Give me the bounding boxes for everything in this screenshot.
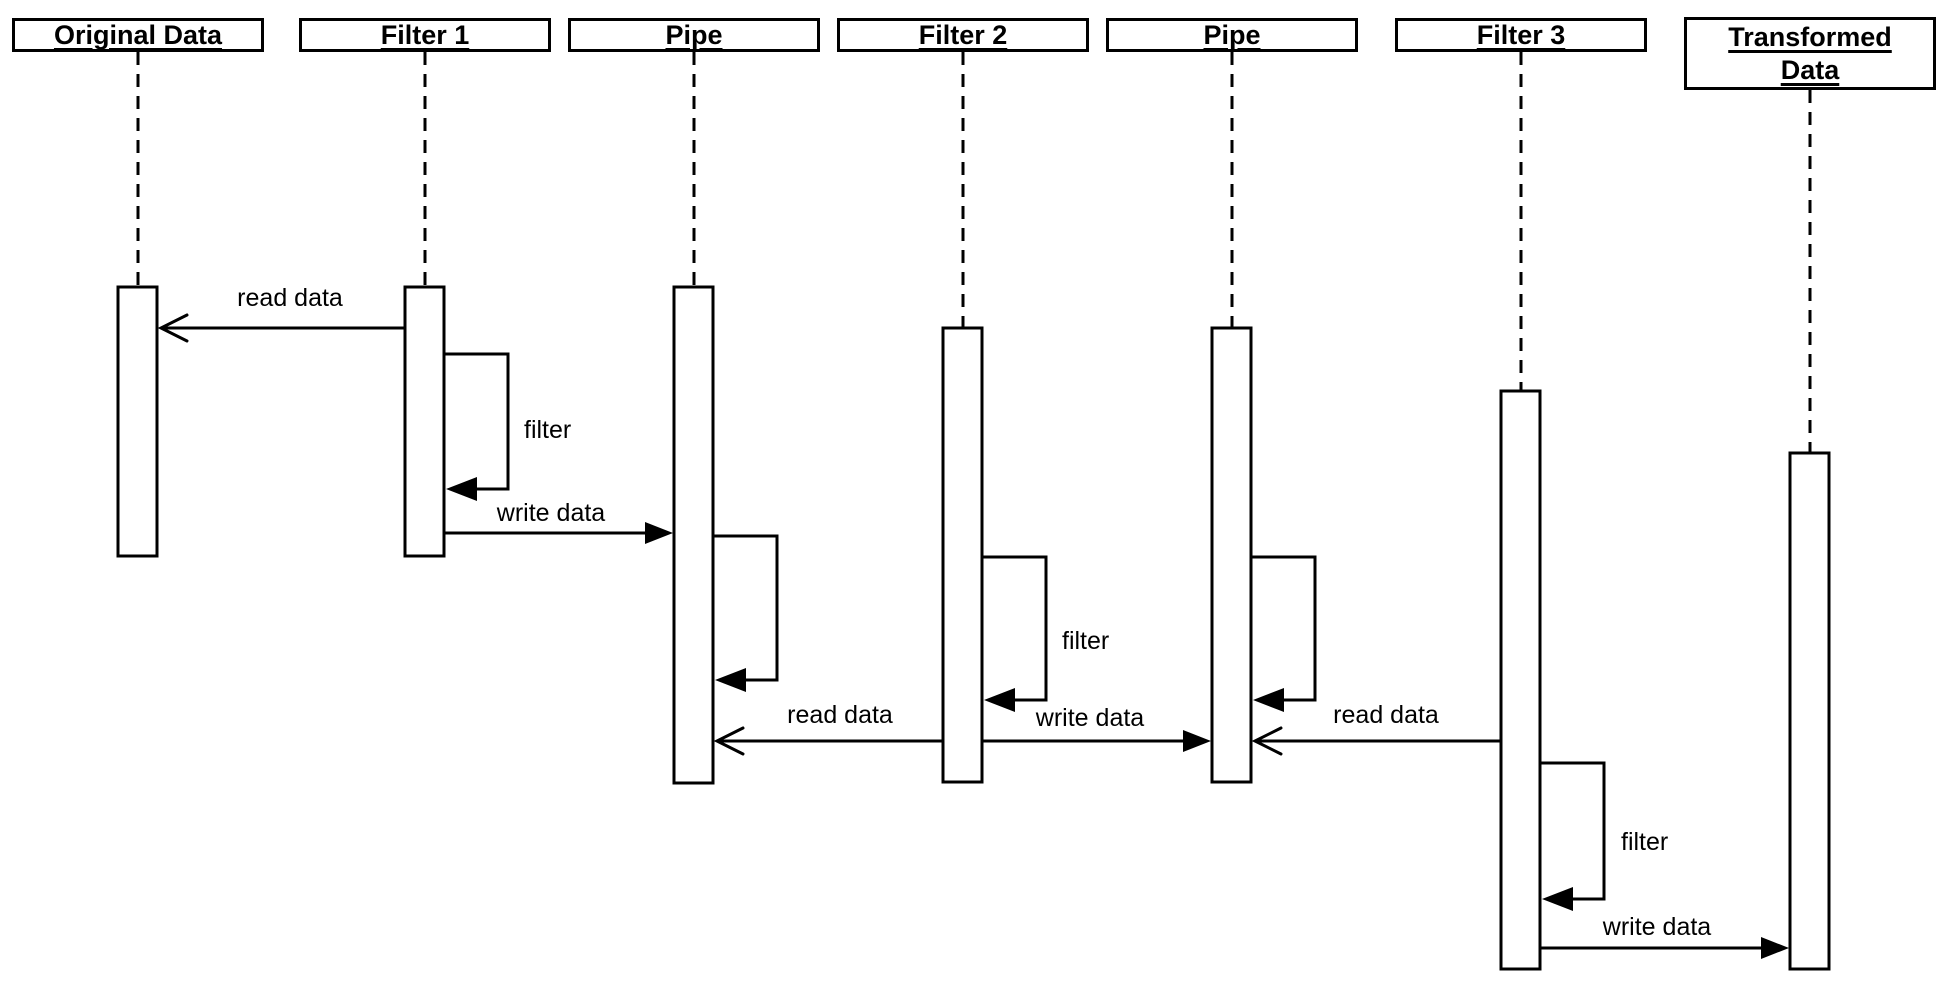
participant-label: Filter 1 (380, 19, 470, 50)
activation-filter-2 (941, 326, 984, 784)
filled-arrowhead-filter-2 (984, 688, 1015, 712)
participant-label: Transformed Data (1728, 21, 1892, 85)
message-label-write-data-3: write data (1602, 913, 1712, 941)
participant-label: Filter 3 (1476, 19, 1566, 50)
activation-pipe-1 (672, 285, 715, 785)
message-label-write-data-1: write data (496, 499, 606, 527)
message-label-read-data-3: read data (1333, 701, 1439, 729)
message-label-read-data-1: read data (237, 284, 343, 312)
participant-box-filter-2: Filter 2 (837, 18, 1089, 52)
activation-original-data (116, 285, 159, 558)
participant-label: Pipe (665, 19, 723, 50)
participant-box-pipe-2: Pipe (1106, 18, 1358, 52)
filled-arrowhead-filter-1 (446, 477, 477, 501)
activation-filter-3 (1499, 389, 1542, 971)
participant-label: Pipe (1203, 19, 1261, 50)
filled-arrowhead-write-data-3 (1761, 937, 1789, 959)
self-loop-filter-1 (444, 352, 510, 491)
open-arrowhead-read-data-1 (157, 313, 189, 343)
participant-box-filter-3: Filter 3 (1395, 18, 1647, 52)
activation-transformed-data (1788, 451, 1831, 971)
self-loop-filter-2 (982, 555, 1048, 702)
participant-box-pipe-1: Pipe (568, 18, 820, 52)
participant-box-original-data: Original Data (12, 18, 264, 52)
message-label-write-data-2: write data (1035, 704, 1145, 732)
self-loop-filter-3 (1540, 761, 1606, 901)
self-loop-pipe-1 (713, 534, 779, 682)
message-label-filter-3: filter (1621, 828, 1669, 856)
message-label-read-data-2: read data (787, 701, 893, 729)
filled-arrowhead-write-data-1 (645, 522, 673, 544)
filled-arrowhead-write-data-2 (1183, 730, 1211, 752)
participant-label: Filter 2 (918, 19, 1008, 50)
participant-label: Original Data (53, 19, 223, 50)
message-label-filter-2: filter (1062, 627, 1110, 655)
participant-box-filter-1: Filter 1 (299, 18, 551, 52)
filled-arrowhead-filter-3 (1542, 887, 1573, 911)
open-arrowhead-read-data-2 (713, 726, 745, 756)
participant-box-transformed-data: Transformed Data (1684, 17, 1936, 90)
activation-pipe-2 (1210, 326, 1253, 784)
filled-arrowhead-pipe-loop-2 (1253, 688, 1284, 712)
activation-filter-1 (403, 285, 446, 558)
filled-arrowhead-pipe-loop-1 (715, 668, 746, 692)
message-label-filter-1: filter (524, 416, 572, 444)
self-loop-pipe-2 (1251, 555, 1317, 702)
open-arrowhead-read-data-3 (1251, 726, 1283, 756)
